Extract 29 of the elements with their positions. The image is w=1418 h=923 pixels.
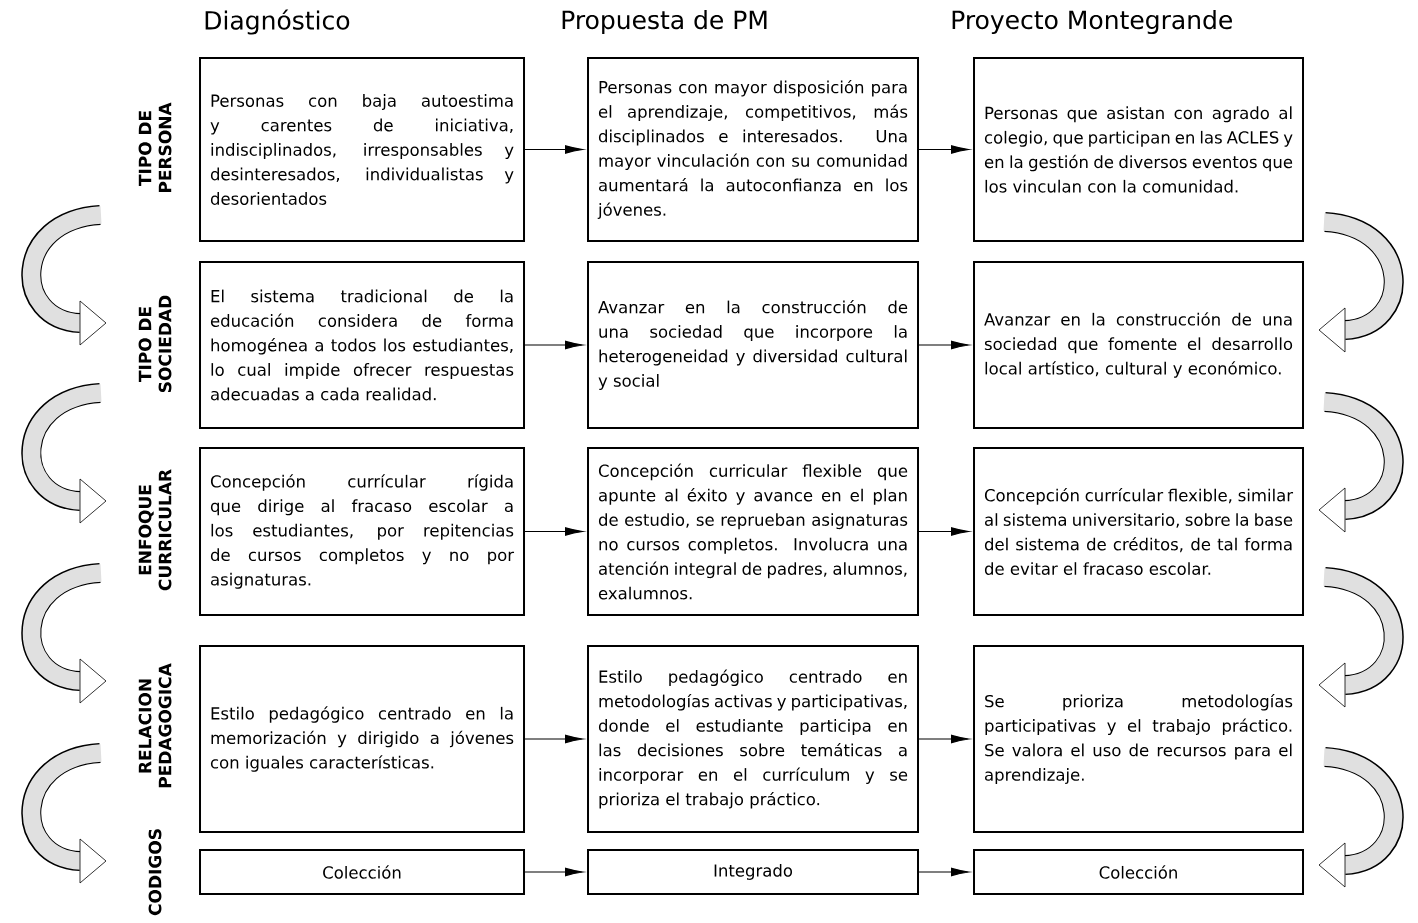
row-heading: TIPO DE PERSONA <box>138 102 172 193</box>
text-box: Concepción currícular flexible, similar al sistema universitario, sobre la base del sistema de créditos, de tal forma de evitar el fracaso escolar. <box>973 447 1304 616</box>
row-heading: RELACION PEDAGOGICA <box>138 663 172 788</box>
text-box: Integrado <box>587 849 919 895</box>
text-box: Avanzar en la construcción de una sociedad que incorpore la heterogeneidad y diversidad cultural y social <box>587 261 919 429</box>
row-heading: CODIGOS <box>148 829 162 916</box>
arrow <box>918 340 970 350</box>
text-box: El sistema tradicional de la educación considera de forma homogénea a todos los estudiantes, lo cual impide ofrecer respuestas adecuadas a cada realidad. <box>199 261 525 429</box>
arrow <box>918 734 970 744</box>
arrow <box>524 734 584 744</box>
text-box: Personas con mayor disposición para el aprendizaje, competitivos, más disciplinados e interesados. Una mayor vinculación con su comunidad aumentará la autoconfianza en los jóvenes. <box>587 57 919 242</box>
arrow <box>918 867 970 877</box>
text-box: Personas que asistan con agrado al colegio, que participan en las ACLES y en la gestión de diversos eventos que los vinculan con la comunidad. <box>973 57 1304 242</box>
column-heading: Diagnóstico <box>205 9 350 35</box>
text-box: Colección <box>199 849 525 895</box>
row-heading: ENFOQUE CURRICULAR <box>138 469 172 591</box>
text-box: Se prioriza metodologías participativas y el trabajo práctico. Se valora el uso de recursos para el aprendizaje. <box>973 645 1304 833</box>
text-box: Concepción currícular rígida que dirige al fracaso escolar a los estudiantes, por repitencias de cursos completos y no por asignaturas. <box>199 447 525 616</box>
text-box: Estilo pedagógico centrado en la memorización y dirigido a jóvenes con iguales características. <box>199 645 525 833</box>
text-box: Colección <box>973 849 1304 895</box>
arrow <box>524 867 584 877</box>
text-box: Personas con baja autoestima y carentes de iniciativa, indisciplinados, irresponsables y desinteresados, individualistas y desorientados <box>199 57 525 242</box>
row-heading: TIPO DE SOCIEDAD <box>138 295 172 392</box>
text-box: Concepción curricular flexible que apunte al éxito y avance en el plan de estudio, se reprueban asignaturas no cursos completos. Involucra una atención integral de padres, alumnos, exalumnos. <box>587 447 919 616</box>
arrow <box>524 340 584 350</box>
column-heading: Propuesta de PM <box>562 9 767 35</box>
text-box: Estilo pedagógico centrado en metodologías activas y participativas, donde el estudiante participa en las decisiones sobre temáticas a incorporar en el currículum y se prioriza el trabajo práctico. <box>587 645 919 833</box>
text-box: Avanzar en la construcción de una sociedad que fomente el desarrollo local artístico, cultural y económico. <box>973 261 1304 429</box>
column-heading: Proyecto Montegrande <box>952 9 1232 35</box>
